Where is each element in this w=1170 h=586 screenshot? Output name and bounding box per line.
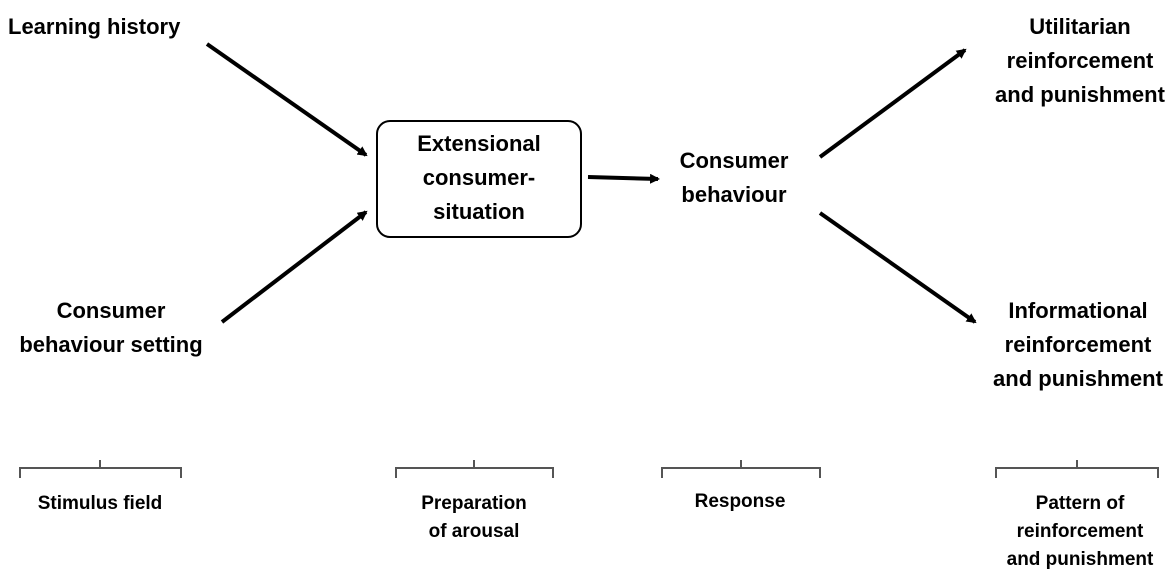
stage-preparation-label: Preparation of arousal (421, 493, 527, 542)
stage-stimulus-label: Stimulus field (37, 493, 163, 514)
utilitarian-label: Utilitarian reinforcement and punishment (995, 14, 1165, 107)
consumer-behaviour-label: Consumer behaviour (679, 148, 789, 207)
bracket-pattern (995, 460, 1159, 478)
stage-response-label: Response (694, 491, 786, 512)
arrow-situation-to-behaviour (587, 173, 660, 184)
bracket-response (661, 460, 821, 478)
situation-label: Extensional consumer- situation (417, 131, 541, 224)
arrow-behaviour-to-informational (818, 211, 977, 324)
informational-label: Informational reinforcement and punishme… (993, 298, 1163, 391)
arrow-learning-to-situation (205, 42, 368, 157)
arrow-setting-to-situation (220, 210, 368, 324)
situation-box (376, 120, 582, 238)
bracket-stimulus (19, 460, 182, 478)
stage-pattern-label: Pattern of reinforcement and punishment (1006, 493, 1154, 570)
behaviour-setting-label: Consumer behaviour setting (19, 298, 203, 357)
bracket-preparation (395, 460, 554, 478)
learning-history-label: Learning history (8, 14, 181, 39)
arrow-behaviour-to-utilitarian (818, 48, 967, 159)
